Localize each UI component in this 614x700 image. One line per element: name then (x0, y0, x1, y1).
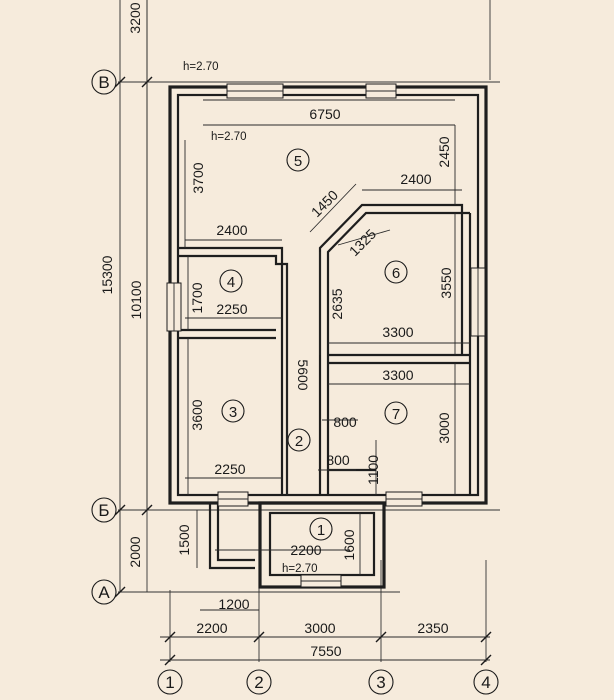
dim-1100: 1100 (365, 455, 381, 485)
axis-label-a: А (98, 583, 110, 602)
dim-800-a: 800 (333, 414, 357, 430)
ceiling-height-porch: h=2.70 (282, 563, 318, 575)
dim-3550: 3550 (438, 267, 454, 298)
axis-label-b: Б (98, 501, 109, 520)
axis-label-1: 1 (165, 673, 174, 692)
windows (166, 83, 486, 588)
dim-3300-b: 3300 (382, 367, 413, 383)
dim-5600: 5600 (295, 359, 311, 390)
room-4-number: 4 (227, 274, 235, 291)
dim-2000: 2000 (127, 536, 143, 567)
dim-15300: 15300 (99, 255, 115, 294)
dim-7550: 7550 (310, 643, 341, 659)
room-7-number: 7 (392, 406, 400, 423)
dim-1700: 1700 (189, 282, 205, 313)
interior-walls (178, 203, 472, 495)
dimension-texts: 3200 15300 10100 2000 6750 3700 2450 240… (99, 2, 454, 659)
dim-2400-b: 2400 (400, 171, 431, 187)
axis-label-3: 3 (376, 673, 385, 692)
ceiling-height-room5: h=2.70 (211, 131, 247, 143)
dim-2450: 2450 (436, 136, 452, 167)
dim-1600: 1600 (341, 529, 357, 560)
room-2-number: 2 (295, 433, 303, 450)
dim-3700: 3700 (190, 162, 206, 193)
dim-3000-a: 3000 (436, 412, 452, 443)
dim-10100: 10100 (128, 280, 144, 319)
axis-label-2: 2 (254, 673, 263, 692)
axis-label-4: 4 (481, 673, 490, 692)
dim-1325: 1325 (346, 226, 379, 259)
dim-2200-a: 2200 (290, 542, 321, 558)
dim-3600: 3600 (189, 399, 205, 430)
dim-2250-b: 2250 (214, 461, 245, 477)
room-3-number: 3 (229, 404, 237, 421)
dim-1450: 1450 (308, 187, 341, 220)
dimension-lines (114, 0, 492, 666)
dim-2635: 2635 (329, 288, 345, 319)
dim-3300-a: 3300 (382, 324, 413, 340)
dim-2350: 2350 (417, 620, 448, 636)
dim-3000-b: 3000 (304, 620, 335, 636)
room-6-number: 6 (392, 265, 400, 282)
axis-label-v: В (98, 73, 109, 92)
room-markers: 5 4 6 3 7 2 1 (219, 148, 408, 541)
room-5-number: 5 (294, 153, 302, 170)
dim-6750: 6750 (309, 106, 340, 122)
room-1-number: 1 (317, 522, 325, 539)
dim-2400-a: 2400 (216, 222, 247, 238)
dim-1500: 1500 (176, 524, 192, 555)
dim-800-b: 800 (326, 452, 350, 468)
dim-2200-b: 2200 (196, 620, 227, 636)
dim-2250-a: 2250 (216, 301, 247, 317)
dim-3200: 3200 (127, 2, 143, 33)
dim-1200: 1200 (218, 596, 249, 612)
axis-bubbles: В Б А 1 2 3 4 (91, 69, 499, 695)
ceiling-height-top: h=2.70 (183, 61, 219, 73)
